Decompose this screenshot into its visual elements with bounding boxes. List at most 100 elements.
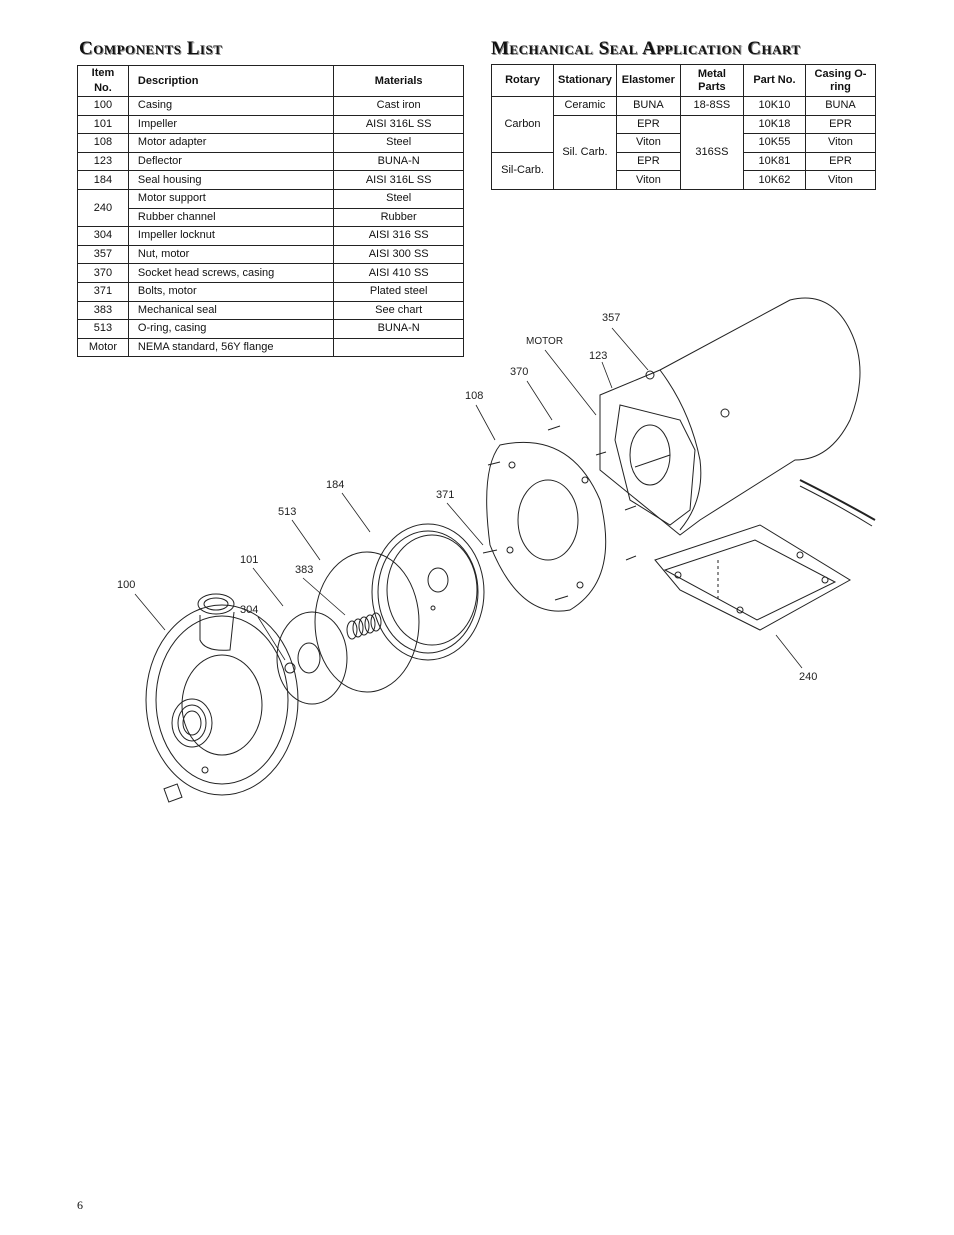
item-no: 184: [77, 170, 129, 190]
description: Bolts, motor: [127, 281, 335, 302]
callout-100: 100: [117, 579, 136, 591]
description: Motor adapter: [127, 133, 335, 153]
description: O-ring, casing: [127, 319, 335, 339]
stationary-cell: Ceramic: [553, 96, 617, 116]
page-number: 6: [77, 1198, 83, 1212]
callout-357: 357: [602, 312, 621, 324]
motor-support-part: [654, 524, 851, 631]
item-no: 370: [77, 263, 129, 283]
metal-parts-cell: 18-8SS: [679, 96, 744, 116]
seal-housing-part: [371, 523, 485, 661]
col-header-item: Item No.: [77, 65, 129, 97]
elastomer-cell: EPR: [615, 114, 681, 135]
material: AISI 410 SS: [333, 263, 464, 283]
casing-oring-cell: EPR: [804, 114, 877, 135]
col-header-materials: Materials: [333, 65, 464, 97]
item-no: 357: [77, 244, 129, 265]
item-no: 101: [77, 114, 129, 135]
callout-101: 101: [240, 554, 259, 566]
material: BUNA-N: [333, 151, 464, 172]
item-no: Motor: [77, 337, 129, 358]
material: [333, 337, 464, 358]
casing-part: [145, 593, 299, 803]
casing-oring-cell: Viton: [804, 170, 877, 190]
material: AISI 316 SS: [333, 226, 464, 246]
callout-motor: MOTOR: [526, 336, 564, 347]
rotary-cell: Sil-Carb.: [490, 151, 555, 190]
material: AISI 316L SS: [333, 114, 464, 135]
rotary-cell: Carbon: [490, 96, 555, 153]
col-header-stationary: Stationary: [553, 64, 617, 97]
material: AISI 300 SS: [333, 244, 464, 265]
description: Socket head screws, casing: [127, 263, 335, 283]
impeller-part: [276, 611, 348, 705]
callout-371: 371: [436, 489, 455, 501]
mechanical-seal-part: [346, 612, 382, 640]
elastomer-cell: Viton: [615, 170, 681, 190]
callout-184: 184: [326, 479, 345, 491]
casing-oring-cell: Viton: [804, 133, 877, 153]
material: Cast iron: [333, 96, 464, 116]
seal-chart-heading: Mechanical Seal Application Chart: [491, 38, 801, 59]
rubber-channel-part: [799, 479, 876, 521]
description: Impeller locknut: [127, 226, 335, 246]
casing-oring-cell: EPR: [804, 151, 877, 172]
elastomer-cell: Viton: [615, 133, 681, 153]
col-header-part-no: Part No.: [742, 64, 806, 97]
item-no: 100: [77, 96, 129, 116]
item-no: 123: [77, 151, 129, 172]
table-header-row: Item No. Description Materials: [77, 65, 464, 97]
casing-oring-cell: BUNA: [804, 96, 877, 116]
components-list-heading: Components List: [79, 38, 223, 59]
seal-chart-table: Rotary Stationary Elastomer Metal Parts …: [490, 64, 877, 190]
description: Motor support: [127, 188, 335, 209]
leader-lines: [134, 327, 803, 669]
col-header-rotary: Rotary: [490, 64, 555, 97]
item-no: 383: [77, 300, 129, 321]
col-header-elastomer: Elastomer: [615, 64, 681, 97]
description: Seal housing: [127, 170, 335, 190]
description: Impeller: [127, 114, 335, 135]
rubber-channel-edge: [799, 485, 873, 527]
col-header-casing-oring: Casing O-ring: [804, 64, 877, 97]
material: Plated steel: [333, 281, 464, 302]
item-no: 371: [77, 281, 129, 302]
material: Rubber: [333, 207, 464, 228]
material: Steel: [333, 188, 464, 209]
callout-370: 370: [510, 366, 529, 378]
item-no: 304: [77, 226, 129, 246]
part-no-cell: 10K81: [742, 151, 806, 172]
description: NEMA standard, 56Y flange: [127, 337, 335, 358]
description: Casing: [127, 96, 335, 116]
exploded-pump-diagram: [134, 297, 876, 803]
table-header-row: Rotary Stationary Elastomer Metal Parts …: [490, 64, 877, 97]
part-no-cell: 10K18: [742, 114, 806, 135]
table-row: Sil-Carb. EPR 10K81 EPR: [490, 151, 877, 190]
callout-304: 304: [240, 604, 259, 616]
elastomer-cell: EPR: [615, 151, 681, 172]
material: BUNA-N: [333, 319, 464, 339]
description: Nut, motor: [127, 244, 335, 265]
part-no-cell: 10K55: [742, 133, 806, 153]
description: Mechanical seal: [127, 300, 335, 321]
callout-513: 513: [278, 506, 297, 518]
elastomer-cell: BUNA: [615, 96, 681, 116]
callout-123: 123: [589, 350, 608, 362]
item-no: 513: [77, 319, 129, 339]
col-header-description: Description: [127, 65, 335, 97]
